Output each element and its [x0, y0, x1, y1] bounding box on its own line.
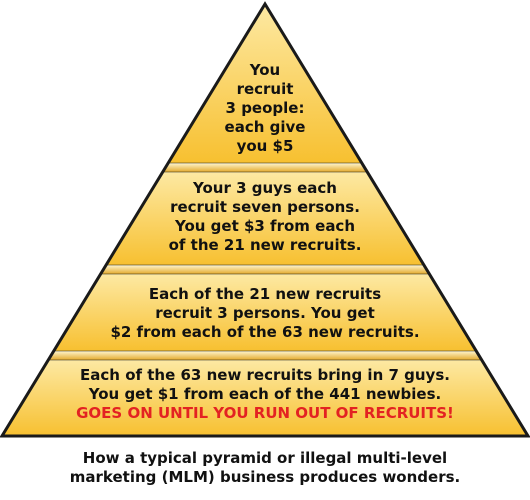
pyramid-diagram: [0, 1, 530, 438]
tier-1-line: You: [249, 61, 281, 79]
pyramid-tier-3: [53, 274, 477, 351]
tier-3-line: $2 from each of the 63 new recruits.: [110, 323, 420, 341]
tier-separator-3: [47, 350, 483, 361]
pyramid-tier-2: [106, 172, 424, 265]
tier-separator-1: [162, 162, 368, 173]
warning-text: GOES ON UNTIL YOU RUN OUT OF RECRUITS!: [76, 404, 454, 422]
tier-3-text: Each of the 21 new recruits recruit 3 pe…: [55, 285, 475, 342]
tier-separator-2: [100, 264, 430, 275]
tier-2-text: Your 3 guys each recruit seven persons. …: [115, 179, 415, 255]
tier-1-line: you $5: [236, 137, 294, 155]
tier-1-line: recruit: [236, 80, 294, 98]
caption: How a typical pyramid or illegal multi-l…: [0, 449, 530, 487]
tier-1-text: You recruit 3 people: each give you $5: [200, 61, 330, 156]
tier-3-line: recruit 3 persons. You get: [155, 304, 375, 322]
tier-2-line: You get $3 from each: [174, 217, 356, 235]
tier-3-line: Each of the 21 new recruits: [148, 285, 382, 303]
tier-2-line: recruit seven persons.: [170, 198, 360, 216]
tier-2-line: of the 21 new recruits.: [168, 236, 362, 254]
tier-4-line: You get $1 from each of the 441 newbies.: [88, 385, 442, 403]
caption-line-1: How a typical pyramid or illegal multi-l…: [82, 449, 448, 467]
pyramid-outline: [0, 1, 530, 438]
tier-1-line: 3 people:: [225, 99, 305, 117]
tier-4-text: Each of the 63 new recruits bring in 7 g…: [15, 366, 515, 423]
caption-line-2: marketing (MLM) business produces wonder…: [69, 468, 461, 486]
tier-4-line: Each of the 63 new recruits bring in 7 g…: [80, 366, 450, 384]
pyramid-tier-4: [2, 360, 528, 436]
tier-2-line: Your 3 guys each: [193, 179, 337, 197]
tier-1-line: each give: [224, 118, 306, 136]
pyramid-tier-1: [168, 4, 362, 163]
